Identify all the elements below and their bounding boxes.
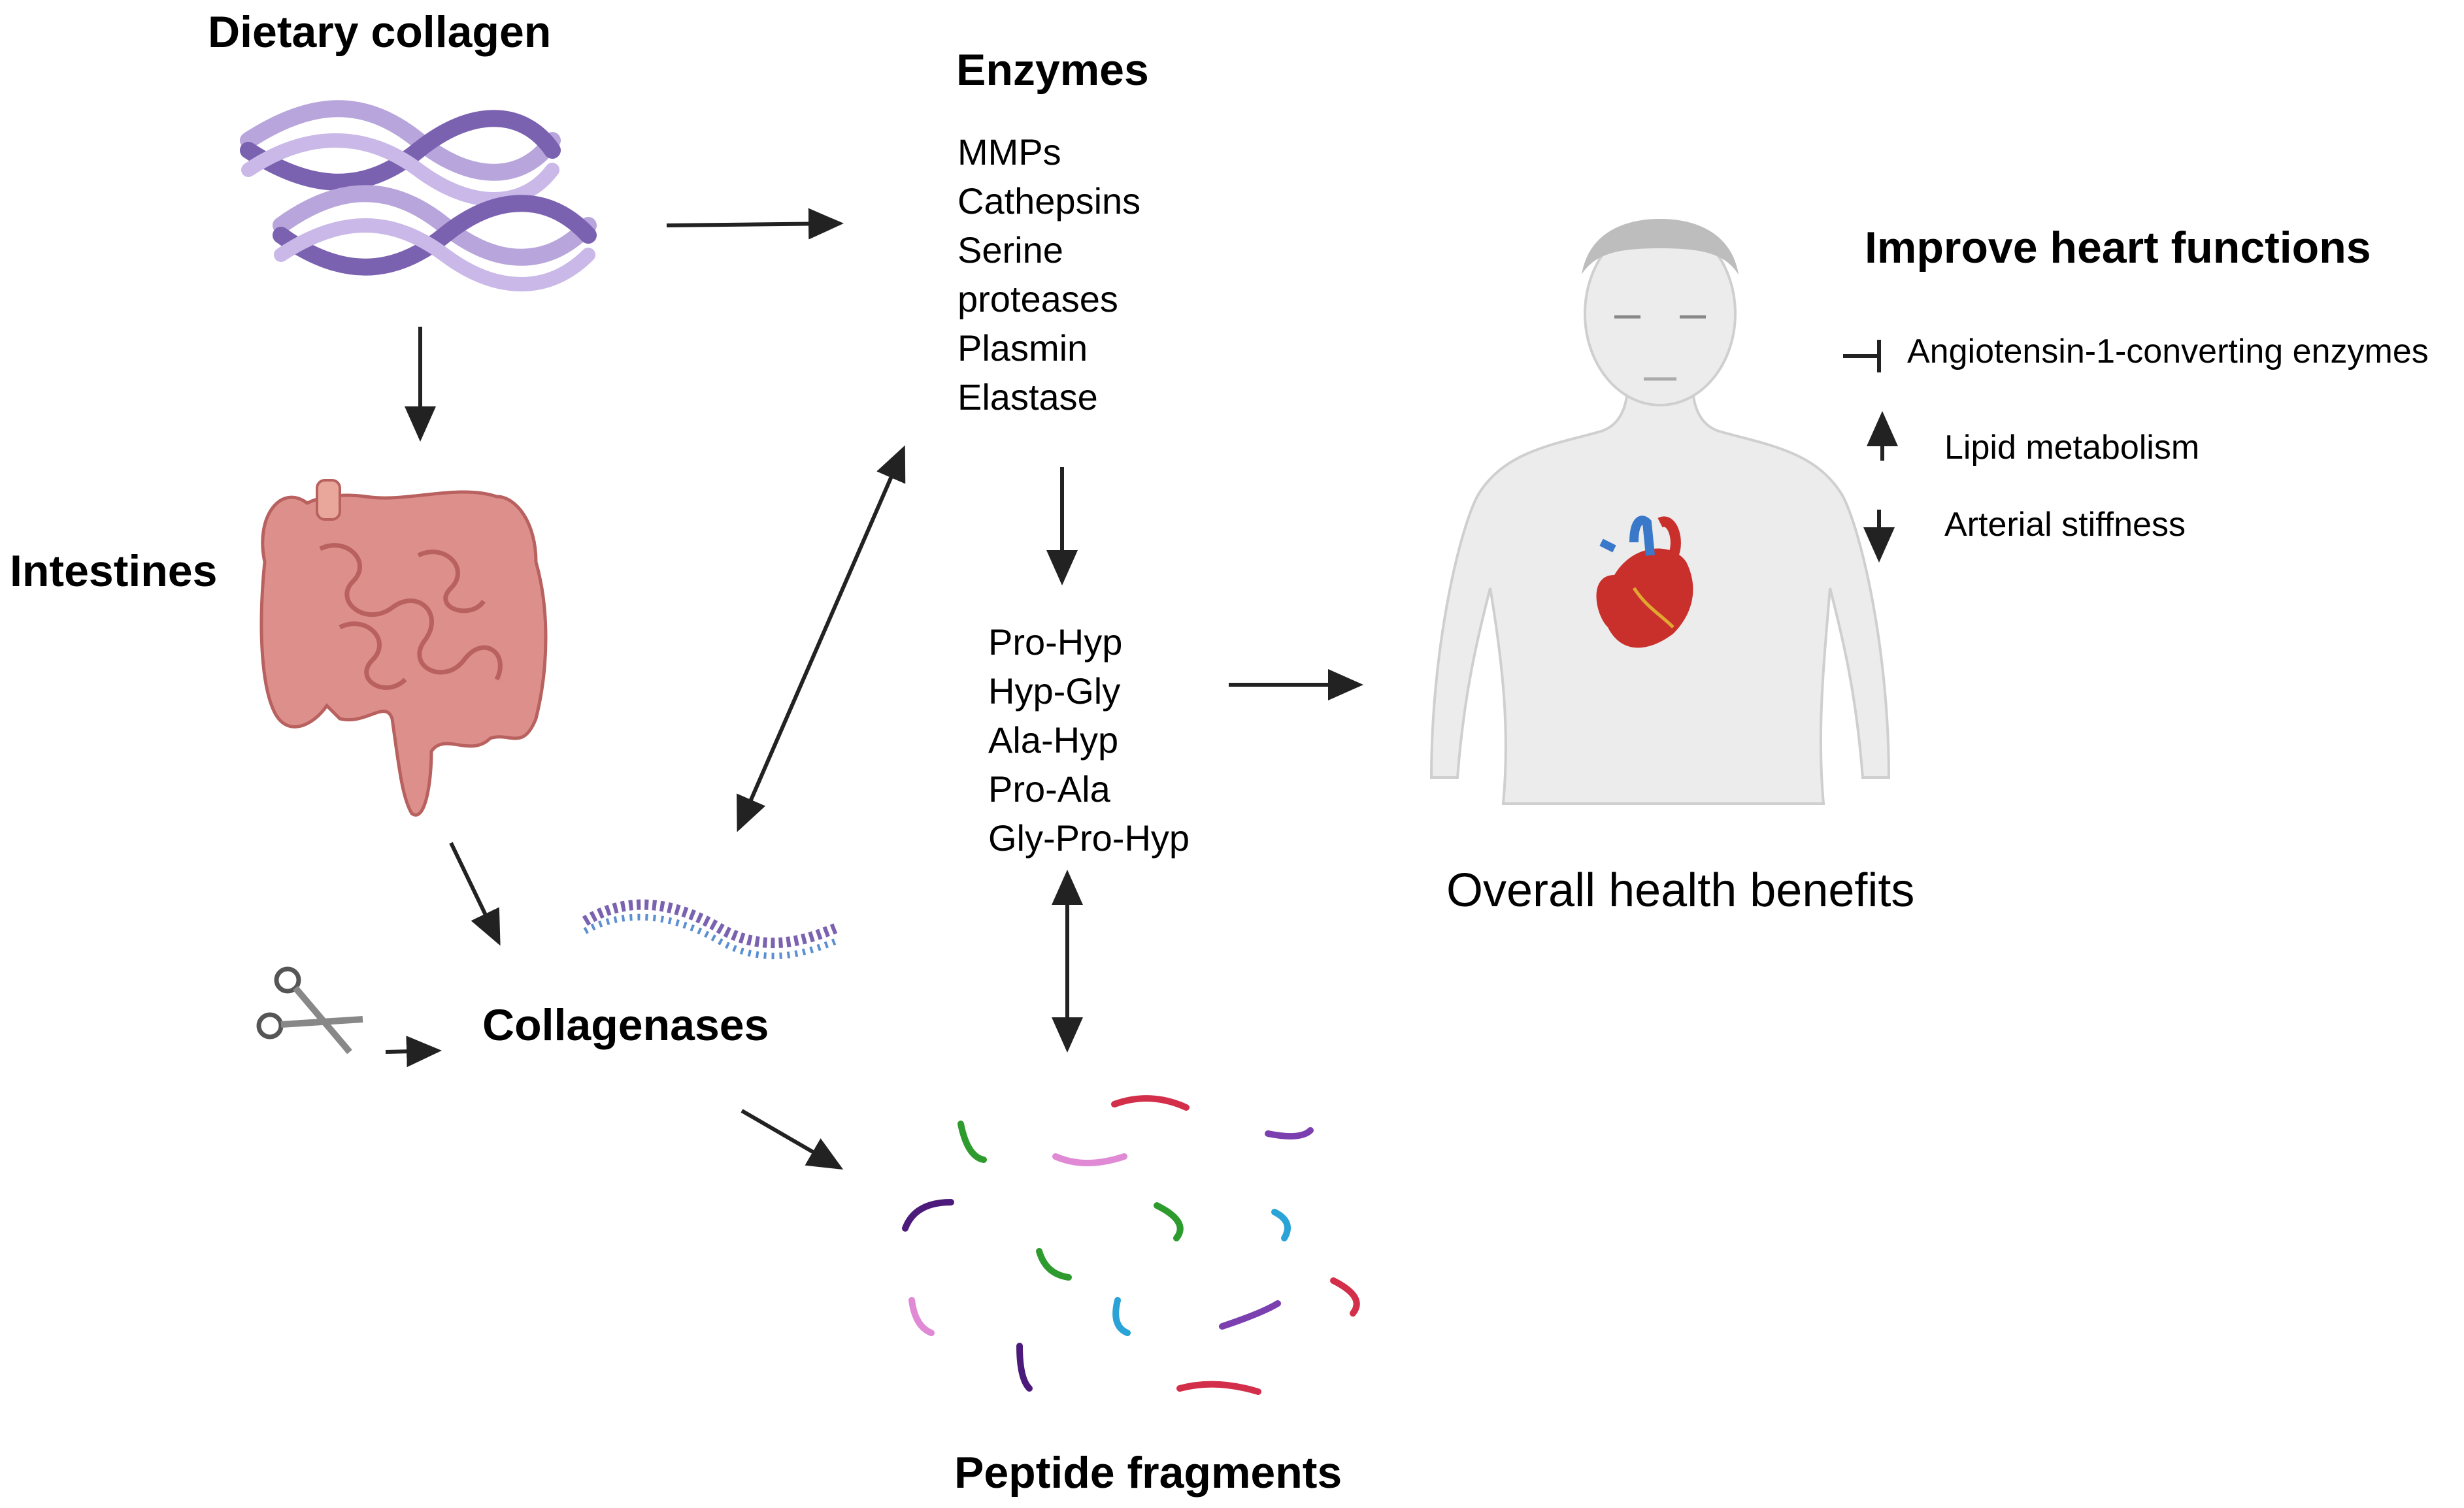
intestines-label: Intestines xyxy=(10,546,218,596)
intestines-icon xyxy=(259,479,548,817)
inhibit-icon xyxy=(1843,340,1881,372)
collagenases-label: Collagenases xyxy=(482,1000,769,1050)
peptide-fragments-label: Peptide fragments xyxy=(954,1448,1342,1498)
enzymes-label: Enzymes xyxy=(956,45,1149,95)
arrow-scissors-to-collagenases xyxy=(385,1036,442,1068)
arrow-intestines-to-collagenases xyxy=(449,842,501,946)
enzyme-item: MMPs xyxy=(957,131,1061,172)
peptide-item: Ala-Hyp xyxy=(988,719,1119,761)
effect-lipid-label: Lipid metabolism xyxy=(1944,429,2200,467)
enzyme-item: Elastase xyxy=(957,376,1098,418)
arrow-collagenases-to-fragments xyxy=(741,1109,844,1170)
arrow-enzymes-collagenases xyxy=(737,445,906,832)
overall-health-benefits-label: Overall health benefits xyxy=(1446,864,1915,917)
effect-ace-label: Angiotensin-1-converting enzymes xyxy=(1907,333,2429,370)
human-body-icon xyxy=(1429,219,1891,805)
peptide-item: Hyp-Gly xyxy=(988,670,1121,712)
enzyme-item: Serine xyxy=(957,229,1063,270)
dietary-collagen-label: Dietary collagen xyxy=(208,7,552,57)
enzyme-item: Plasmin xyxy=(957,327,1088,369)
heart-icon xyxy=(1596,516,1693,648)
flow-arrows xyxy=(385,208,1363,1170)
collagenase-strand-icon xyxy=(582,899,839,960)
improve-heart-functions-title: Improve heart functions xyxy=(1865,223,2371,272)
peptide-fragments-icon xyxy=(902,1095,1360,1395)
scissors-icon xyxy=(256,966,363,1055)
peptide-item: Pro-Ala xyxy=(988,768,1110,810)
enzyme-list: MMPs Cathepsins Serine proteases Plasmin… xyxy=(957,127,1140,421)
effect-symbols xyxy=(1843,340,1898,563)
peptide-list: Pro-Hyp Hyp-Gly Ala-Hyp Pro-Ala Gly-Pro-… xyxy=(988,617,1190,862)
peptide-item: Gly-Pro-Hyp xyxy=(988,817,1190,859)
enzyme-item: Cathepsins xyxy=(957,180,1141,221)
enzyme-item: proteases xyxy=(957,278,1118,320)
effect-arterial-label: Arterial stiffness xyxy=(1944,506,2186,544)
collagen-fibers-icon xyxy=(240,100,597,291)
arrow-collagen-to-enzymes xyxy=(666,208,844,240)
peptide-item: Pro-Hyp xyxy=(988,621,1123,663)
